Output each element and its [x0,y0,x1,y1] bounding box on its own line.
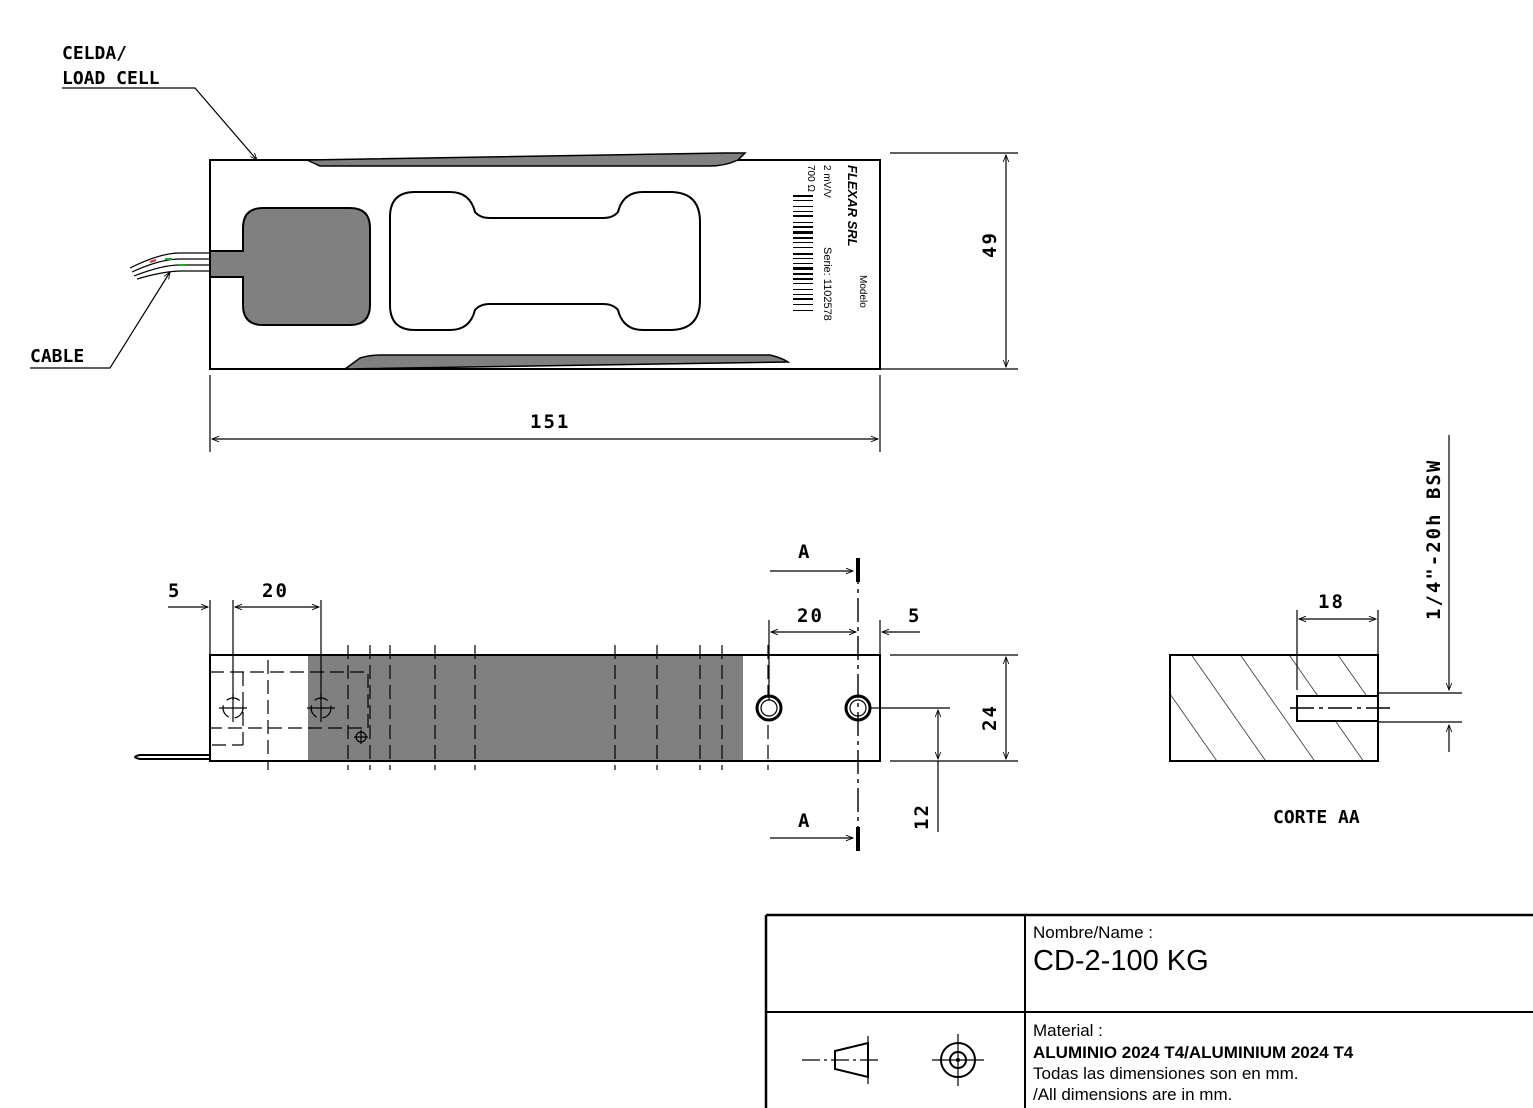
dogbone-hole [389,191,701,331]
barcode-bar [793,310,813,311]
barcode-bar [793,304,813,305]
celda-label-1: CELDA/ [62,43,127,64]
dim-right-20: 20 [797,605,824,627]
barcode-bar [793,226,813,228]
barcode-bar [793,267,813,270]
barcode-bar [793,211,813,212]
dim-151: 151 [530,411,570,433]
barcode-bar [793,222,813,223]
dim-49: 49 [979,231,1001,258]
sticker-brand: FLEXAR SRL [845,165,860,247]
barcode-bar [793,258,813,259]
note-en: /All dimensions are in mm. [1033,1085,1232,1104]
dim-right-5: 5 [908,605,921,627]
barcode-bar [793,253,813,255]
gauge-pad [209,207,371,326]
barcode-bar [793,273,813,275]
barcode [793,195,813,311]
material-value: ALUMINIO 2024 T4/ALUMINIUM 2024 T4 [1033,1043,1354,1062]
title-block: Nombre/Name : CD-2-100 KG Material : ALU… [764,913,1533,1108]
barcode-bar [793,263,813,264]
section-a-top: A [798,541,811,563]
sticker-modelo: Modelo [857,275,868,308]
barcode-bar [793,289,813,290]
sticker: FLEXAR SRL Modelo 2 mV/V Serie: 1102578 … [793,165,868,321]
dim-24: 24 [979,704,1001,731]
section-aa: 1/4"-20h BSW 18 CORTE AA [1169,435,1462,828]
cable-label: CABLE [30,346,84,367]
cable-leader [30,271,171,369]
projection-symbol-icon [802,1034,984,1086]
thread-spec: 1/4"-20h BSW [1423,459,1445,620]
top-bevel [306,152,747,167]
side-view: A A 5 20 20 5 24 12 [134,541,1018,851]
dim-12: 12 [911,803,933,830]
sticker-sensitivity: 2 mV/V [821,165,832,198]
barcode-bar [793,247,813,248]
corte-label: CORTE AA [1273,807,1360,828]
name-value: CD-2-100 KG [1033,945,1209,977]
barcode-bar [793,283,813,284]
dim-left-20: 20 [262,580,289,602]
barcode-bar [793,294,813,295]
barcode-bar [793,242,813,243]
barcode-bar [793,206,813,207]
cable-wires [129,252,210,280]
barcode-bar [793,231,813,234]
bottom-bevel [342,354,791,370]
side-cable [134,754,210,760]
celda-leader [62,87,258,161]
sticker-serie: Serie: 1102578 [821,247,833,321]
dim-left-5: 5 [168,580,181,602]
barcode-bar [793,215,813,217]
side-gray-body [308,655,743,761]
barcode-bar [793,298,813,300]
barcode-bar [793,237,813,239]
material-label: Material : [1033,1021,1103,1040]
celda-label-2: LOAD CELL [62,68,160,89]
barcode-bar [793,195,813,197]
barcode-bar [793,278,813,280]
note-es: Todas las dimensiones son en mm. [1033,1064,1299,1083]
dim-18: 18 [1318,591,1345,613]
barcode-bar [793,200,813,201]
name-label: Nombre/Name : [1033,923,1153,942]
sticker-impedance: 700 Ω [805,165,816,192]
top-view: FLEXAR SRL Modelo 2 mV/V Serie: 1102578 … [30,43,1018,452]
section-a-bottom: A [798,810,811,832]
